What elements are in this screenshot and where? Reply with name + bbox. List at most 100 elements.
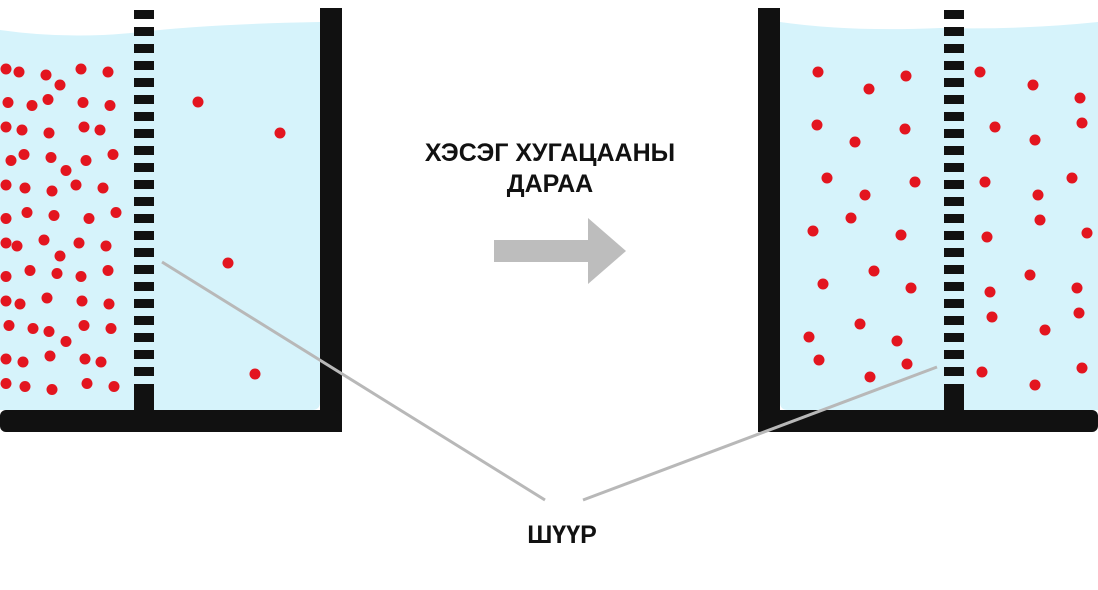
particle	[78, 320, 90, 331]
particle	[81, 378, 93, 389]
particle	[1066, 172, 1078, 184]
particle	[2, 97, 14, 108]
membrane-segment	[944, 146, 964, 155]
particle	[979, 176, 991, 188]
particle	[984, 286, 996, 298]
membrane-before	[134, 10, 154, 393]
particle	[811, 119, 823, 131]
particle	[43, 127, 55, 139]
membrane-segment	[944, 10, 964, 19]
particle	[46, 384, 58, 395]
particle	[70, 179, 82, 191]
membrane-segment	[134, 333, 154, 342]
particle	[77, 97, 89, 108]
membrane-segment	[134, 112, 154, 121]
particle	[75, 63, 87, 75]
membrane-segment	[134, 44, 154, 53]
membrane-segment	[134, 214, 154, 223]
particle	[103, 298, 115, 310]
particle	[102, 66, 114, 78]
particle	[249, 368, 261, 380]
membrane-segment	[134, 197, 154, 206]
particle	[97, 182, 109, 194]
membrane-segment	[944, 367, 964, 376]
particle	[1071, 282, 1083, 294]
membrane-segment	[944, 27, 964, 36]
membrane-segment	[134, 78, 154, 87]
particle	[1027, 79, 1039, 91]
particle	[905, 282, 917, 294]
membrane-segment	[944, 197, 964, 206]
particle	[989, 121, 1001, 133]
particle	[44, 350, 56, 362]
membrane-segment	[944, 333, 964, 342]
membrane-segment	[134, 129, 154, 138]
particle	[1024, 269, 1036, 281]
particle	[60, 336, 72, 347]
membrane-segment	[944, 61, 964, 70]
particle	[54, 79, 66, 91]
particle	[0, 179, 12, 191]
particle	[26, 100, 38, 111]
particle	[986, 311, 998, 323]
particle	[1076, 117, 1088, 129]
particle	[42, 94, 54, 105]
particle	[849, 136, 861, 148]
particle	[40, 69, 52, 81]
container-after	[758, 8, 1098, 432]
membrane-segment	[944, 78, 964, 87]
particle	[817, 278, 829, 290]
membrane-segment	[134, 367, 154, 376]
particle	[891, 335, 903, 347]
particle	[95, 356, 107, 368]
container-left-wall	[758, 8, 780, 432]
particle	[11, 240, 23, 252]
particle	[854, 318, 866, 330]
particle	[75, 271, 87, 282]
particle	[60, 165, 72, 176]
membrane-segment	[134, 95, 154, 104]
particle	[859, 189, 871, 201]
particle	[19, 381, 31, 392]
membrane-after	[944, 10, 964, 393]
particle	[24, 265, 36, 276]
particle	[1032, 189, 1044, 201]
membrane-segment	[944, 95, 964, 104]
particle	[108, 381, 120, 392]
membrane-segment	[134, 265, 154, 274]
particle	[27, 323, 39, 334]
container-before	[0, 8, 342, 432]
particle	[901, 358, 913, 370]
particle	[54, 250, 66, 262]
particle	[1076, 362, 1088, 374]
particle	[981, 231, 993, 243]
membrane-segment	[134, 248, 154, 257]
membrane-segment	[944, 112, 964, 121]
membrane-segment	[944, 180, 964, 189]
membrane-segment	[944, 265, 964, 274]
particle	[864, 371, 876, 383]
membrane-label: ШҮҮР	[527, 521, 597, 549]
particle	[41, 292, 53, 304]
particle	[1039, 324, 1051, 336]
membrane-segment	[134, 350, 154, 359]
particle	[5, 155, 17, 166]
particle	[78, 121, 90, 133]
membrane-segment	[944, 214, 964, 223]
membrane-segment	[134, 163, 154, 172]
particle	[107, 149, 119, 160]
membrane-segment	[944, 231, 964, 240]
particle	[0, 237, 12, 249]
particle	[868, 265, 880, 277]
particle	[1074, 92, 1086, 104]
particle	[974, 66, 986, 78]
pointer-line-after	[582, 365, 938, 502]
particle	[0, 295, 12, 307]
membrane-segment	[134, 299, 154, 308]
membrane-segment	[944, 299, 964, 308]
container-bottom	[758, 410, 1098, 432]
membrane-post	[134, 388, 154, 412]
membrane-segment	[134, 316, 154, 325]
particle	[1081, 227, 1093, 239]
container-bottom	[0, 410, 342, 432]
